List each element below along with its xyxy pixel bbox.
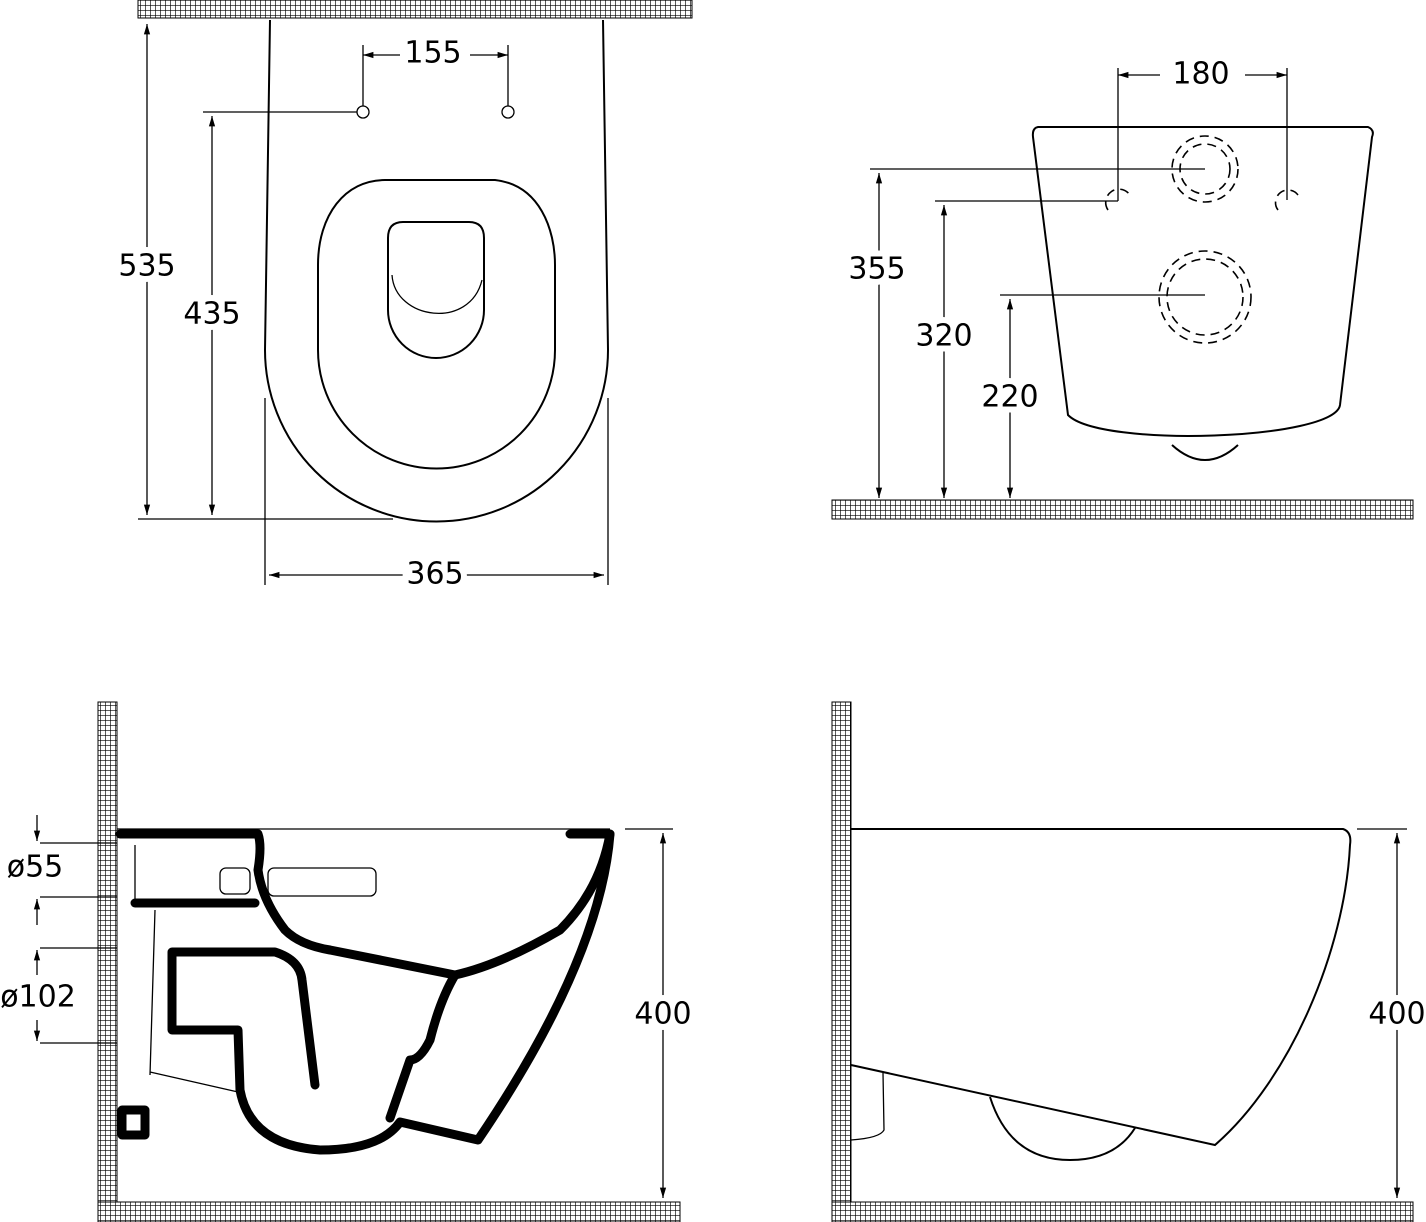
bowl-outline xyxy=(263,19,610,523)
fixing-hole xyxy=(356,105,370,119)
dim-400-section: 400 xyxy=(634,997,691,1032)
wall-hatch xyxy=(137,0,693,19)
bracket-section xyxy=(117,1105,150,1140)
side-view: 400 xyxy=(831,701,1426,1222)
dim-diameter-102: ø102 xyxy=(0,980,76,1015)
bowl-opening xyxy=(387,221,485,359)
rim-section xyxy=(115,829,615,980)
top-view: 155 535 435 365 xyxy=(112,0,693,598)
section-view: 400 ø55 ø102 xyxy=(0,701,698,1222)
wall-hatch xyxy=(97,701,118,1222)
rear-outline xyxy=(1031,126,1374,437)
dim-355: 355 xyxy=(848,252,905,287)
seat-rim xyxy=(317,179,556,470)
rear-view: 180 355 320 220 xyxy=(831,57,1414,520)
bowl-inner-curve xyxy=(391,274,483,314)
bolt-hole xyxy=(1274,189,1299,211)
dim-400-side: 400 xyxy=(1368,997,1425,1032)
outlet-bump xyxy=(1171,444,1239,461)
inlet-circle xyxy=(1171,135,1239,203)
wall-hatch xyxy=(831,701,852,1222)
trap-section xyxy=(167,829,615,1155)
fixing-hole xyxy=(501,105,515,119)
bolt-hole xyxy=(1104,188,1131,211)
dim-365: 365 xyxy=(406,557,463,592)
side-outline xyxy=(850,828,1352,1147)
dim-320: 320 xyxy=(915,319,972,354)
dim-180: 180 xyxy=(1172,57,1229,92)
dim-diameter-55: ø55 xyxy=(7,850,64,885)
dim-220: 220 xyxy=(981,380,1038,415)
dim-155: 155 xyxy=(404,36,461,71)
dim-435: 435 xyxy=(183,297,240,332)
bowl-wall-section xyxy=(385,970,460,1123)
floor-hatch xyxy=(97,1201,681,1222)
outlet-bump xyxy=(989,1096,1136,1162)
floor-hatch xyxy=(831,499,1414,520)
outlet-circle xyxy=(1158,250,1252,344)
floor-hatch xyxy=(831,1201,1414,1222)
dim-535: 535 xyxy=(118,249,175,284)
